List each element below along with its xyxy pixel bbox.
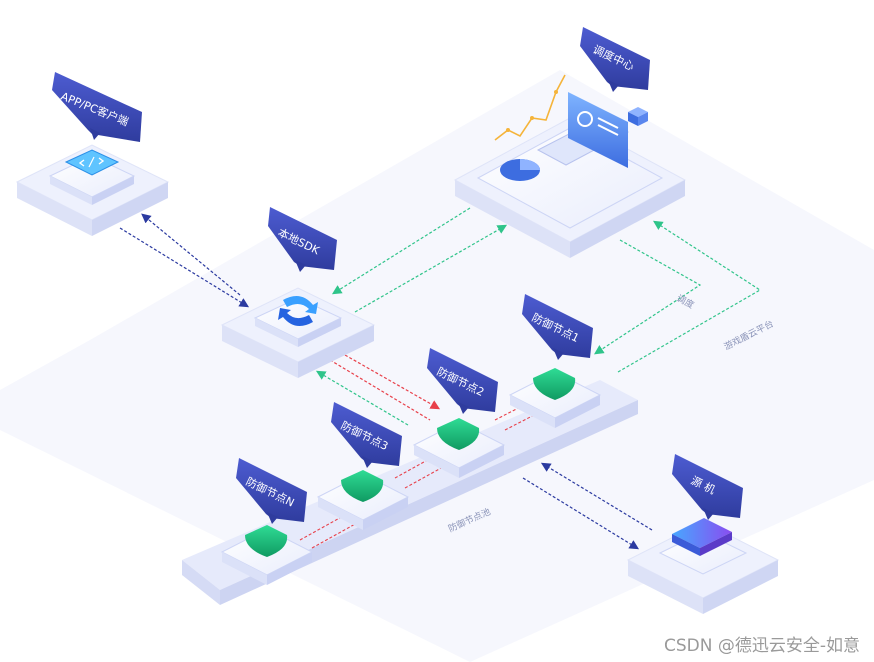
laptop-icon: [536, 92, 630, 168]
link-sdk-to-node2: [344, 354, 441, 410]
link-pool-to-origin: [522, 477, 640, 550]
defense-node-n: [220, 525, 314, 585]
sdk-node: [220, 287, 376, 378]
link-node1-to-scheduler: [617, 220, 762, 373]
scheduler-node: [453, 74, 687, 258]
link-dispatch: [593, 239, 702, 355]
link-node3-node2-b: [404, 461, 453, 489]
link-nodeN-node3-b: [311, 522, 358, 549]
app-client-node: [15, 144, 170, 236]
link-nodeN-node3: [299, 514, 346, 541]
shield-icon: [245, 525, 288, 557]
scheduler-label-tag: 调度中心: [580, 27, 650, 92]
defense-node-3: [316, 470, 410, 530]
app-client-label-tag: APP/PC客户端: [52, 72, 142, 142]
link-sdk-to-scheduler: [354, 224, 508, 313]
origin-node: [626, 518, 780, 614]
trend-line-icon: [494, 74, 566, 141]
defense-node-1: [508, 368, 602, 428]
pie-chart-icon: [500, 159, 540, 181]
shield-icon: [533, 368, 576, 400]
server-icon: [672, 518, 732, 556]
shield-icon: [341, 470, 384, 502]
link-scheduler-to-sdk: [331, 207, 471, 295]
sync-icon: [278, 296, 318, 326]
link-sdk-to-node2-b: [329, 359, 431, 421]
defense-node-2: [412, 418, 506, 478]
link-sdk-to-app: [141, 213, 241, 296]
link-origin-to-pool: [540, 462, 653, 531]
link-node2-to-sdk: [315, 370, 409, 426]
defense-node-3-label-tag: 防御节点3: [331, 402, 402, 468]
server-cube-icon: [628, 107, 648, 126]
origin-label-tag: 源 机: [672, 454, 743, 520]
sdk-label-tag: 本地SDK: [268, 207, 337, 272]
shield-icon: [437, 418, 480, 450]
watermark-text: CSDN @德迅云安全-如意: [663, 636, 860, 656]
code-window-icon: [64, 149, 120, 176]
link-node3-node2: [394, 451, 443, 479]
